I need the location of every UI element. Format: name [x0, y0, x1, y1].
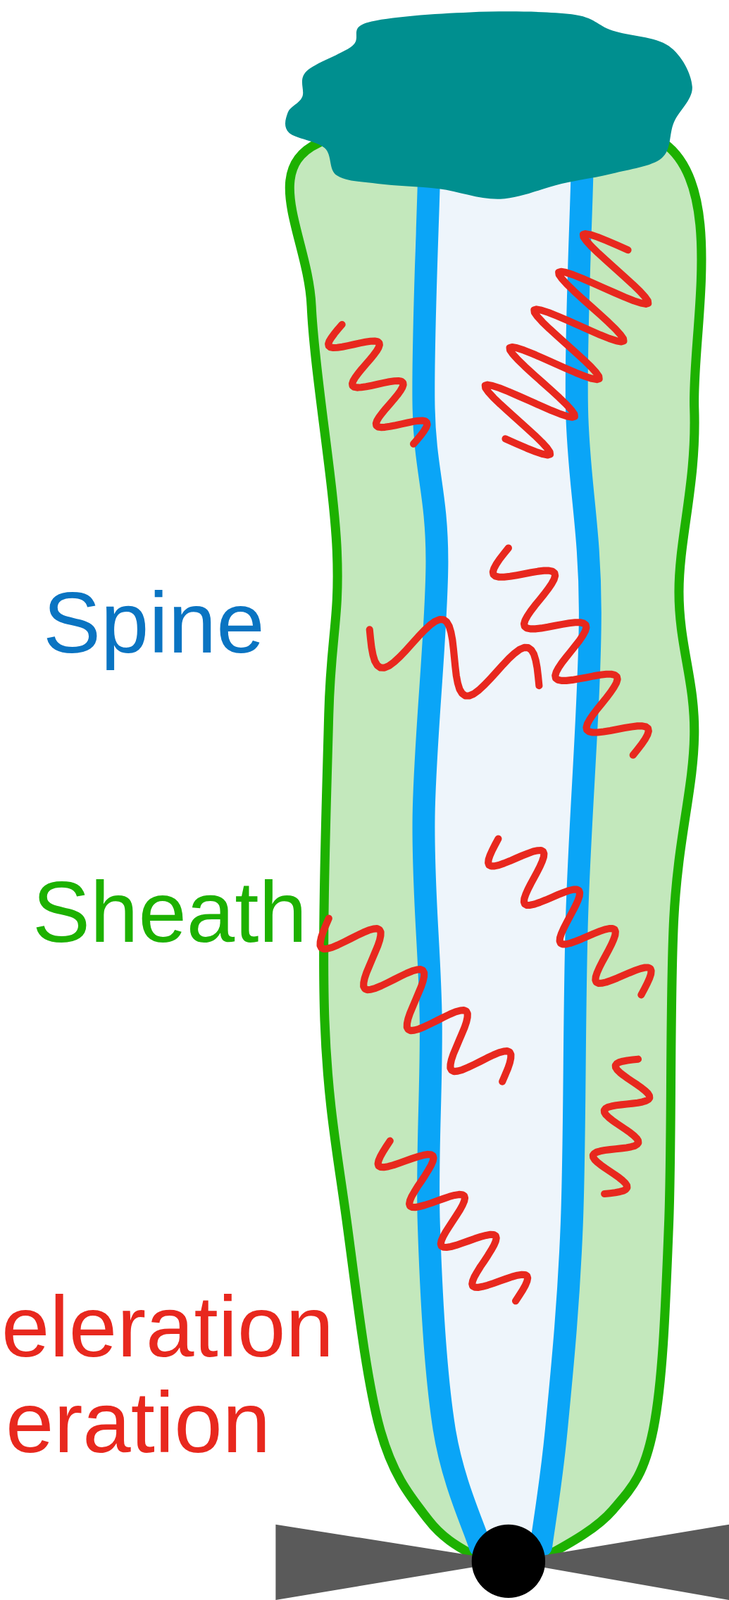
radio-lobe [285, 11, 693, 199]
particle-squiggle [328, 324, 427, 445]
particle-squiggle [378, 1141, 529, 1303]
particle-squiggle [593, 1060, 650, 1195]
black-hole [471, 1525, 546, 1599]
sheath-region [289, 115, 702, 1573]
spine-label: Spine [42, 579, 265, 667]
sheath-label: Sheath [32, 869, 308, 956]
particle-squiggle [488, 839, 651, 996]
particle-squiggle [369, 619, 540, 696]
spine-boundary [423, 181, 480, 1547]
process-label: eration [5, 1379, 271, 1467]
spine-region [415, 151, 592, 1563]
particle-squiggle [485, 233, 648, 456]
process-label: eleration [1, 1284, 334, 1371]
particle-squiggle [320, 919, 512, 1083]
